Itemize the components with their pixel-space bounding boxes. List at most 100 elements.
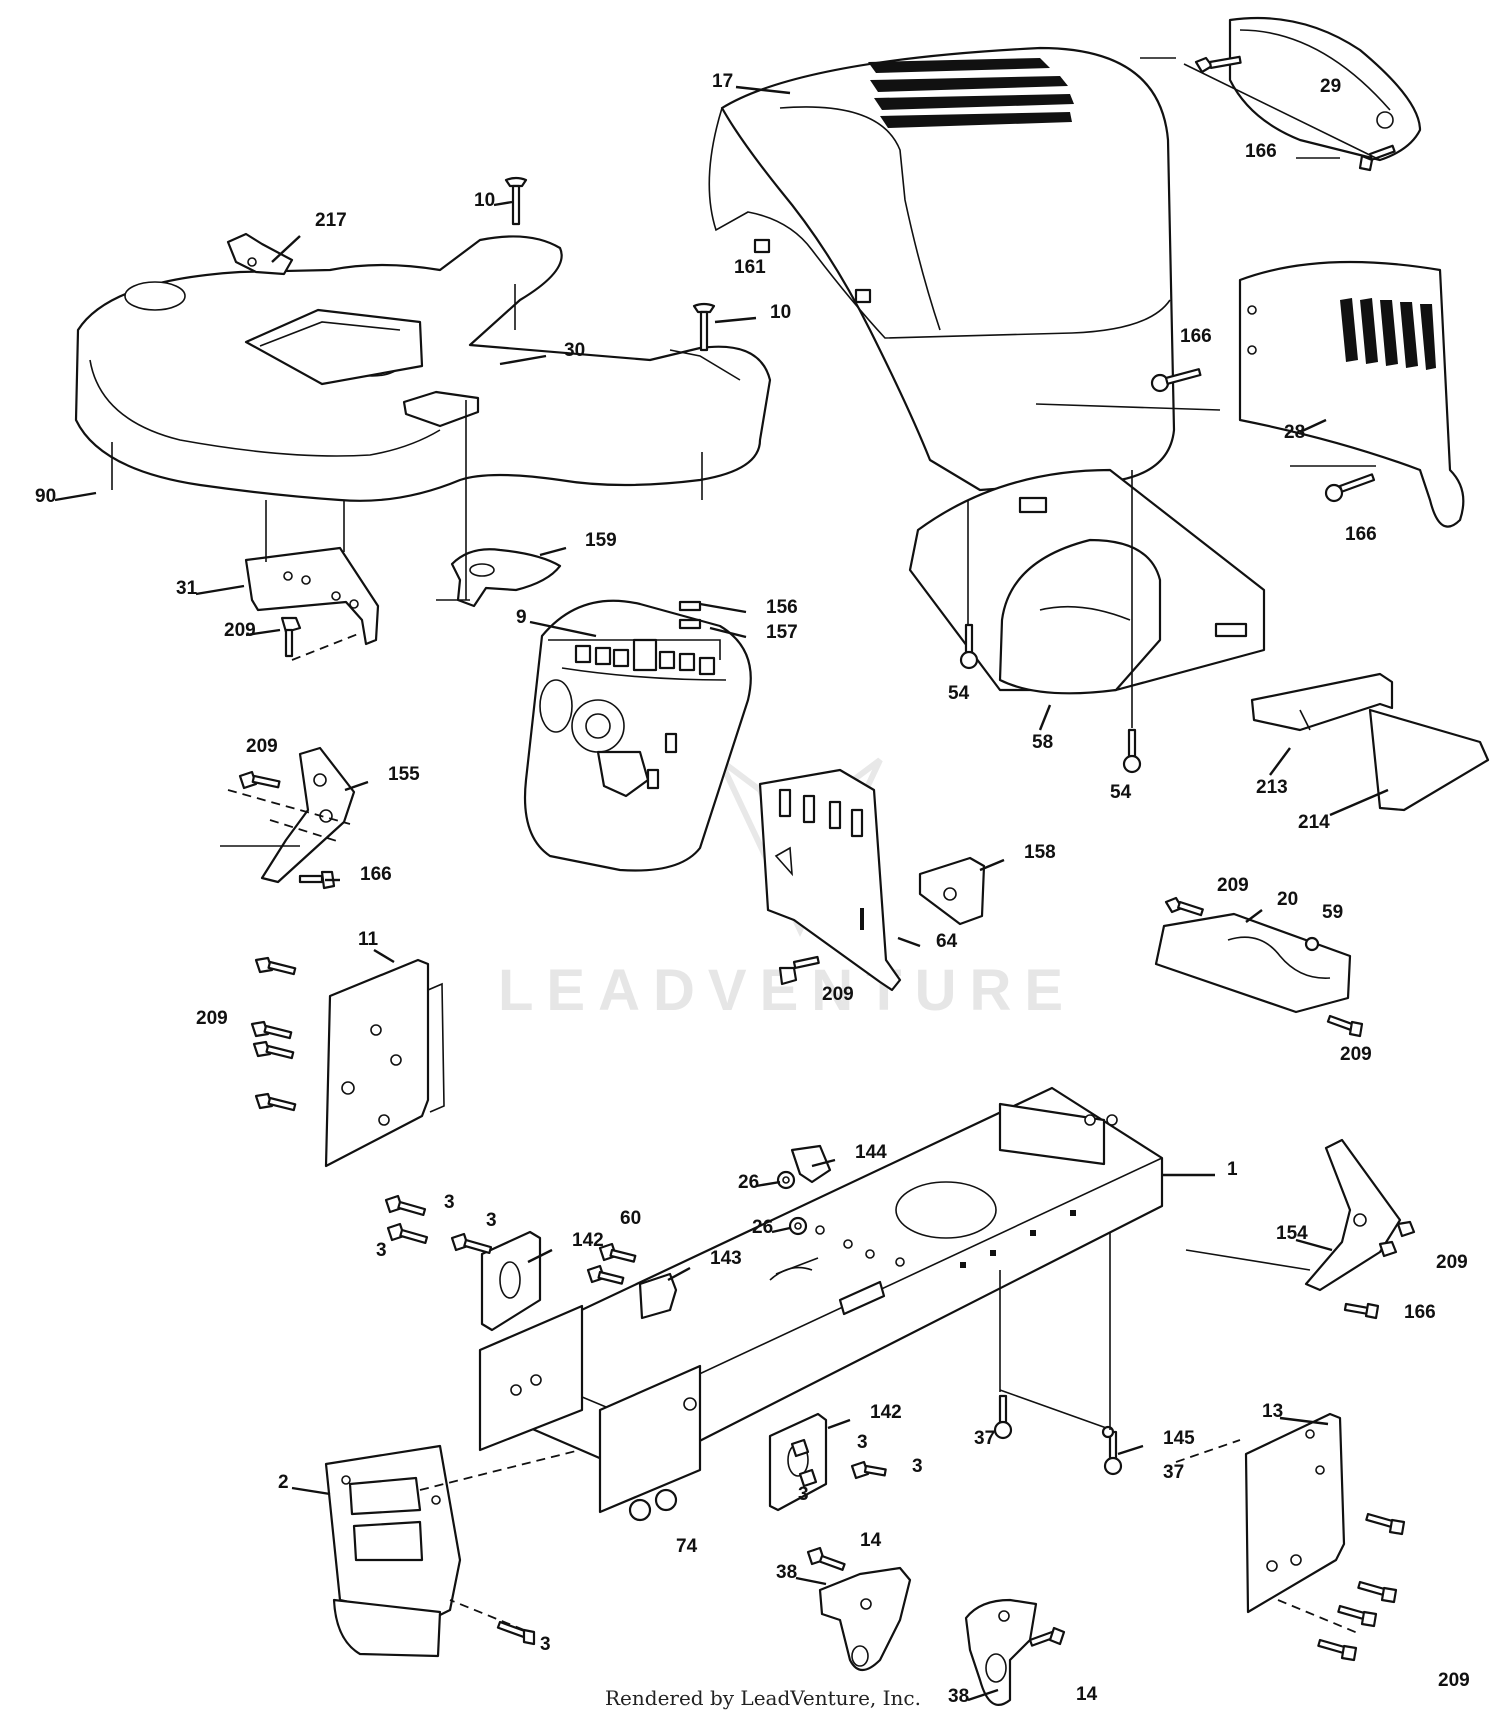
part-label-3-c: 3 bbox=[376, 1240, 387, 1261]
leader-20 bbox=[1245, 909, 1263, 923]
side-plate-13 bbox=[1244, 1412, 1346, 1614]
part-label-3-g: 3 bbox=[540, 1634, 551, 1655]
leader-145 bbox=[1117, 1444, 1144, 1456]
part-label-2: 2 bbox=[278, 1472, 289, 1493]
part-label-30: 30 bbox=[564, 340, 585, 361]
bolts-60 bbox=[586, 1242, 637, 1285]
bracket-155 bbox=[260, 746, 356, 884]
leader-158 bbox=[979, 858, 1005, 872]
fender-part bbox=[74, 235, 772, 502]
part-label-37-a: 37 bbox=[974, 1428, 995, 1449]
leader-9 bbox=[529, 620, 597, 638]
part-label-14-b: 14 bbox=[1076, 1684, 1098, 1705]
bolts-209-h bbox=[1317, 1512, 1406, 1662]
part-label-209-e: 209 bbox=[196, 1008, 228, 1029]
part-label-64: 64 bbox=[936, 931, 958, 952]
leader-213 bbox=[1269, 747, 1291, 776]
leader-38-b bbox=[967, 1688, 999, 1702]
front-plate-2 bbox=[324, 1444, 462, 1658]
part-label-143: 143 bbox=[710, 1248, 742, 1269]
part-label-145: 145 bbox=[1163, 1428, 1195, 1449]
part-label-154: 154 bbox=[1276, 1223, 1308, 1244]
leader-154 bbox=[1295, 1238, 1333, 1252]
leader-26-a bbox=[755, 1180, 781, 1188]
leader-31 bbox=[195, 584, 245, 596]
part-label-209-c: 209 bbox=[1217, 875, 1249, 896]
part-label-10-a: 10 bbox=[474, 190, 495, 211]
part-label-209-b: 209 bbox=[246, 736, 278, 757]
hood-vents bbox=[868, 58, 1074, 128]
bracket-142a bbox=[480, 1230, 542, 1332]
screw-166-top bbox=[1194, 55, 1242, 74]
part-label-144: 144 bbox=[855, 1142, 887, 1163]
part-label-209-a: 209 bbox=[224, 620, 256, 641]
part-label-11: 11 bbox=[358, 929, 379, 950]
tank-shroud-part bbox=[908, 468, 1266, 695]
leader-155 bbox=[344, 780, 369, 792]
part-label-166-e: 166 bbox=[1404, 1302, 1436, 1323]
part-label-161: 161 bbox=[734, 257, 766, 278]
part-label-217: 217 bbox=[315, 210, 347, 231]
side-plate-11 bbox=[324, 958, 445, 1168]
part-label-155: 155 bbox=[388, 764, 420, 785]
part-label-3-e: 3 bbox=[912, 1456, 923, 1477]
part-label-90: 90 bbox=[35, 486, 56, 507]
leader-lines bbox=[54, 85, 1389, 1702]
part-label-60: 60 bbox=[620, 1208, 641, 1229]
screw-54b bbox=[1122, 728, 1142, 774]
leader-157 bbox=[709, 626, 747, 639]
side-panel-214 bbox=[1368, 708, 1490, 812]
bracket-143 bbox=[638, 1272, 678, 1320]
part-label-31: 31 bbox=[176, 578, 198, 599]
bolts-3 bbox=[384, 1194, 887, 1646]
part-label-10-b: 10 bbox=[770, 302, 791, 323]
leader-156 bbox=[699, 602, 747, 614]
bracket-31 bbox=[244, 546, 380, 646]
leader-11 bbox=[373, 948, 395, 964]
alignment-lines bbox=[111, 57, 1381, 1635]
plate-right-front bbox=[598, 1364, 702, 1514]
leader-2 bbox=[291, 1486, 331, 1496]
rod-145 bbox=[999, 1389, 1115, 1439]
part-label-214: 214 bbox=[1298, 812, 1330, 833]
bolts-209-g bbox=[1378, 1220, 1416, 1258]
grille-panel-part bbox=[1238, 260, 1465, 528]
part-label-209-f: 209 bbox=[1340, 1044, 1372, 1065]
bolt-209-f bbox=[1326, 1014, 1364, 1038]
part-label-209-d: 209 bbox=[822, 984, 854, 1005]
leader-10-a bbox=[493, 200, 513, 207]
part-label-26-a: 26 bbox=[738, 1172, 759, 1193]
part-label-20: 20 bbox=[1277, 889, 1298, 910]
screw-54a bbox=[959, 623, 979, 670]
bracket-154 bbox=[1304, 1138, 1402, 1292]
leader-217 bbox=[271, 235, 301, 263]
leader-28 bbox=[1299, 418, 1327, 434]
part-label-74: 74 bbox=[676, 1536, 698, 1557]
side-panel-213 bbox=[1250, 672, 1394, 732]
plate-left-front bbox=[478, 1304, 584, 1452]
spacer-156 bbox=[678, 600, 702, 612]
screw-166-e bbox=[1343, 1302, 1380, 1320]
bracket-38a bbox=[818, 1566, 912, 1672]
leader-90 bbox=[54, 491, 97, 502]
bolt-209-c bbox=[1164, 896, 1204, 917]
part-label-3-b: 3 bbox=[486, 1210, 497, 1231]
leader-58 bbox=[1038, 704, 1052, 731]
bolt-10a bbox=[504, 176, 528, 226]
part-label-142-a: 142 bbox=[572, 1230, 604, 1251]
part-label-9: 9 bbox=[516, 607, 527, 628]
part-label-58: 58 bbox=[1032, 732, 1053, 753]
leader-10-b bbox=[714, 316, 757, 324]
part-label-26-b: 26 bbox=[752, 1217, 773, 1238]
hood-latch-part bbox=[226, 232, 294, 276]
cup-holder-part bbox=[450, 548, 562, 608]
part-label-209-h: 209 bbox=[1438, 1670, 1470, 1691]
part-label-29: 29 bbox=[1320, 76, 1341, 97]
leader-144 bbox=[811, 1158, 836, 1168]
leader-142-a bbox=[527, 1248, 553, 1264]
leader-143 bbox=[667, 1266, 691, 1282]
bolt-209-a bbox=[280, 616, 302, 658]
bolts-209-e bbox=[250, 956, 297, 1112]
leader-214 bbox=[1329, 788, 1389, 817]
